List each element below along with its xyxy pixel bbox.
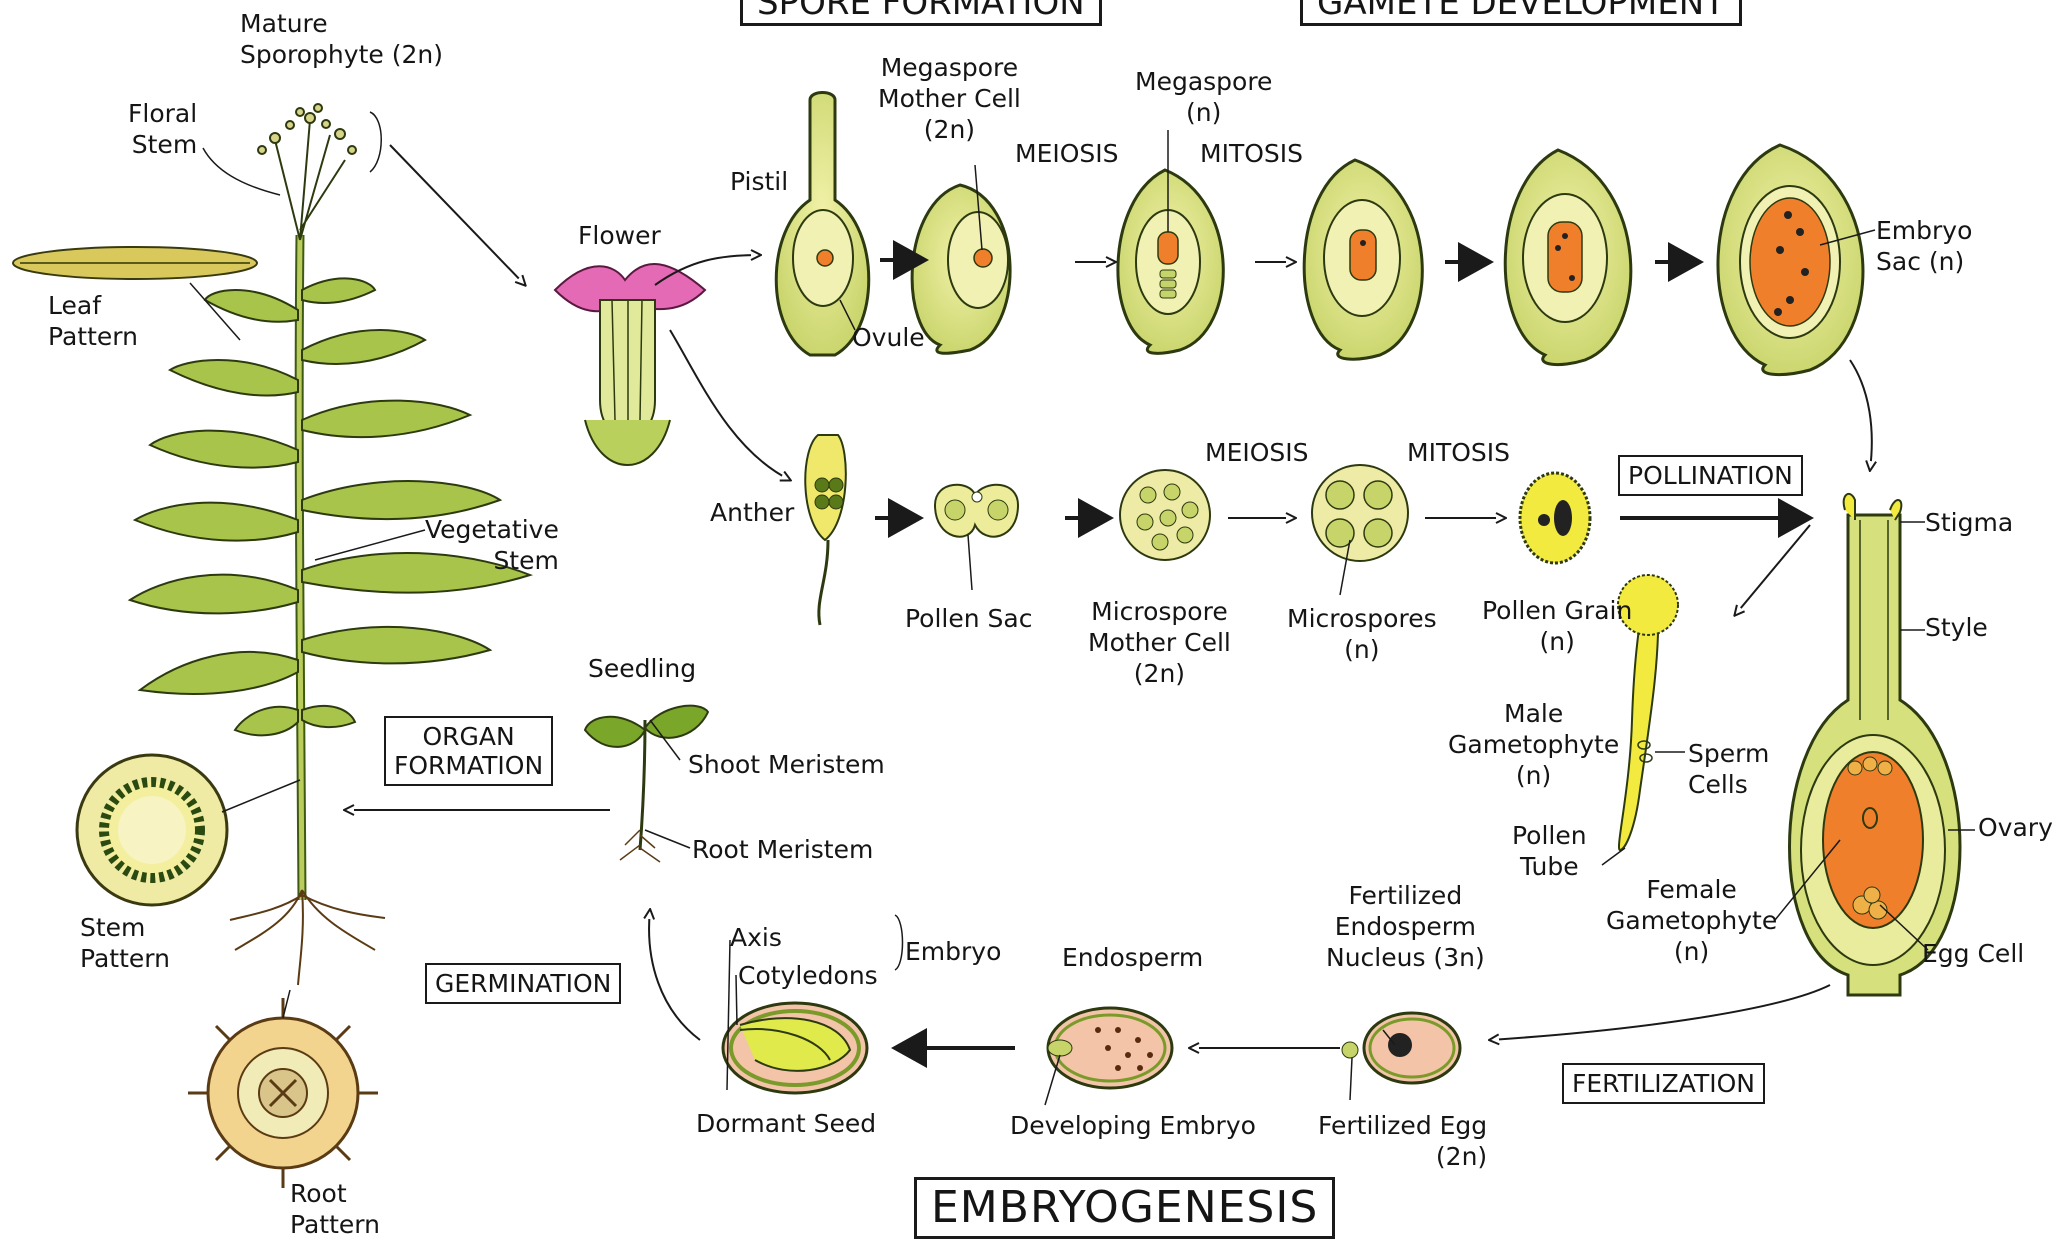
egg-cell-label: Egg Cell (1922, 938, 2024, 969)
female-gametophyte-label: Female Gametophyte (n) (1606, 874, 1777, 967)
shoot-meristem-label: Shoot Meristem (688, 749, 885, 780)
flower-label: Flower (578, 220, 661, 251)
microspore-mother-cell-label: Microspore Mother Cell (2n) (1088, 596, 1231, 689)
microspores-label: Microspores (n) (1287, 603, 1437, 665)
stigma-label: Stigma (1925, 507, 2013, 538)
fertilized-egg-seed (1342, 1013, 1460, 1083)
root-pattern-illustration (188, 998, 378, 1188)
spore-formation-heading: SPORE FORMATION (740, 0, 1102, 26)
pollen-grain-illustration (1520, 473, 1590, 563)
ovule-label: Ovule (852, 322, 925, 353)
fertilized-egg-label: Fertilized Egg (2n) (1318, 1110, 1487, 1172)
male-gametophyte-label: Male Gametophyte (n) (1448, 698, 1619, 791)
vegetative-stem-label: Vegetative Stem (425, 514, 559, 576)
mature-pistil-illustration (1790, 494, 1961, 995)
cotyledons-label: Cotyledons (738, 960, 878, 991)
endosperm-label: Endosperm (1062, 942, 1203, 973)
pistil-ovule-illustration (776, 93, 869, 356)
fertilized-endosperm-nucleus-label: Fertilized Endosperm Nucleus (3n) (1326, 880, 1485, 973)
organ-formation-box: ORGAN FORMATION (384, 716, 553, 786)
ovary-label: Ovary (1978, 812, 2053, 843)
developing-embryo-seed (1048, 1008, 1172, 1088)
developing-ovule-1 (1304, 160, 1422, 359)
seedling-label: Seedling (588, 653, 696, 684)
pollen-sac-label: Pollen Sac (905, 603, 1032, 634)
developing-ovule-2 (1505, 150, 1631, 365)
anther-illustration (805, 435, 846, 625)
megaspore-label: Megaspore (n) (1135, 66, 1272, 128)
sperm-cells-label: Sperm Cells (1688, 738, 1769, 800)
embryo-sac-ovule (1718, 145, 1863, 375)
stem-pattern-label: Stem Pattern (80, 912, 170, 974)
leaf-pattern-illustration (13, 247, 257, 279)
pollination-box: POLLINATION (1618, 455, 1803, 496)
dormant-seed-label: Dormant Seed (696, 1108, 876, 1139)
embryo-label: Embryo (905, 936, 1001, 967)
microspore-mother-cell-illustration (1120, 470, 1210, 560)
mature-sporophyte-label: Mature Sporophyte (2n) (240, 8, 443, 70)
root-pattern-label: Root Pattern (290, 1178, 380, 1240)
microspores-illustration (1312, 465, 1408, 561)
megaspore-mother-cell-ovule (912, 185, 1010, 353)
pollen-grain-label: Pollen Grain (n) (1482, 595, 1632, 657)
megaspore-ovule (1118, 170, 1223, 353)
germination-box: GERMINATION (425, 963, 621, 1004)
pollen-tube-label: Pollen Tube (1512, 820, 1587, 882)
pistil-label: Pistil (730, 166, 788, 197)
dormant-seed-illustration (723, 1003, 867, 1093)
meiosis-mid-label: MEIOSIS (1205, 437, 1309, 468)
stem-pattern-illustration (77, 755, 227, 905)
meiosis-top-label: MEIOSIS (1015, 138, 1119, 169)
leaf-pattern-label: Leaf Pattern (48, 290, 138, 352)
mitosis-mid-label: MITOSIS (1407, 437, 1510, 468)
developing-embryo-label: Developing Embryo (1010, 1110, 1256, 1141)
embryogenesis-heading: EMBRYOGENESIS (914, 1177, 1335, 1239)
megaspore-mother-cell-label: Megaspore Mother Cell (2n) (878, 52, 1021, 145)
anther-label: Anther (710, 497, 794, 528)
mitosis-top-label: MITOSIS (1200, 138, 1303, 169)
seedling-illustration (585, 706, 708, 862)
fertilization-box: FERTILIZATION (1562, 1063, 1765, 1104)
root-meristem-label: Root Meristem (692, 834, 873, 865)
embryo-sac-label: Embryo Sac (n) (1876, 215, 1972, 277)
floral-stem-label: Floral Stem (128, 98, 197, 160)
gamete-development-heading: GAMETE DEVELOPMENT (1300, 0, 1742, 26)
style-label: Style (1925, 612, 1988, 643)
pollen-sac-illustration (935, 485, 1018, 537)
flower-illustration (555, 264, 705, 465)
axis-label: Axis (730, 922, 782, 953)
